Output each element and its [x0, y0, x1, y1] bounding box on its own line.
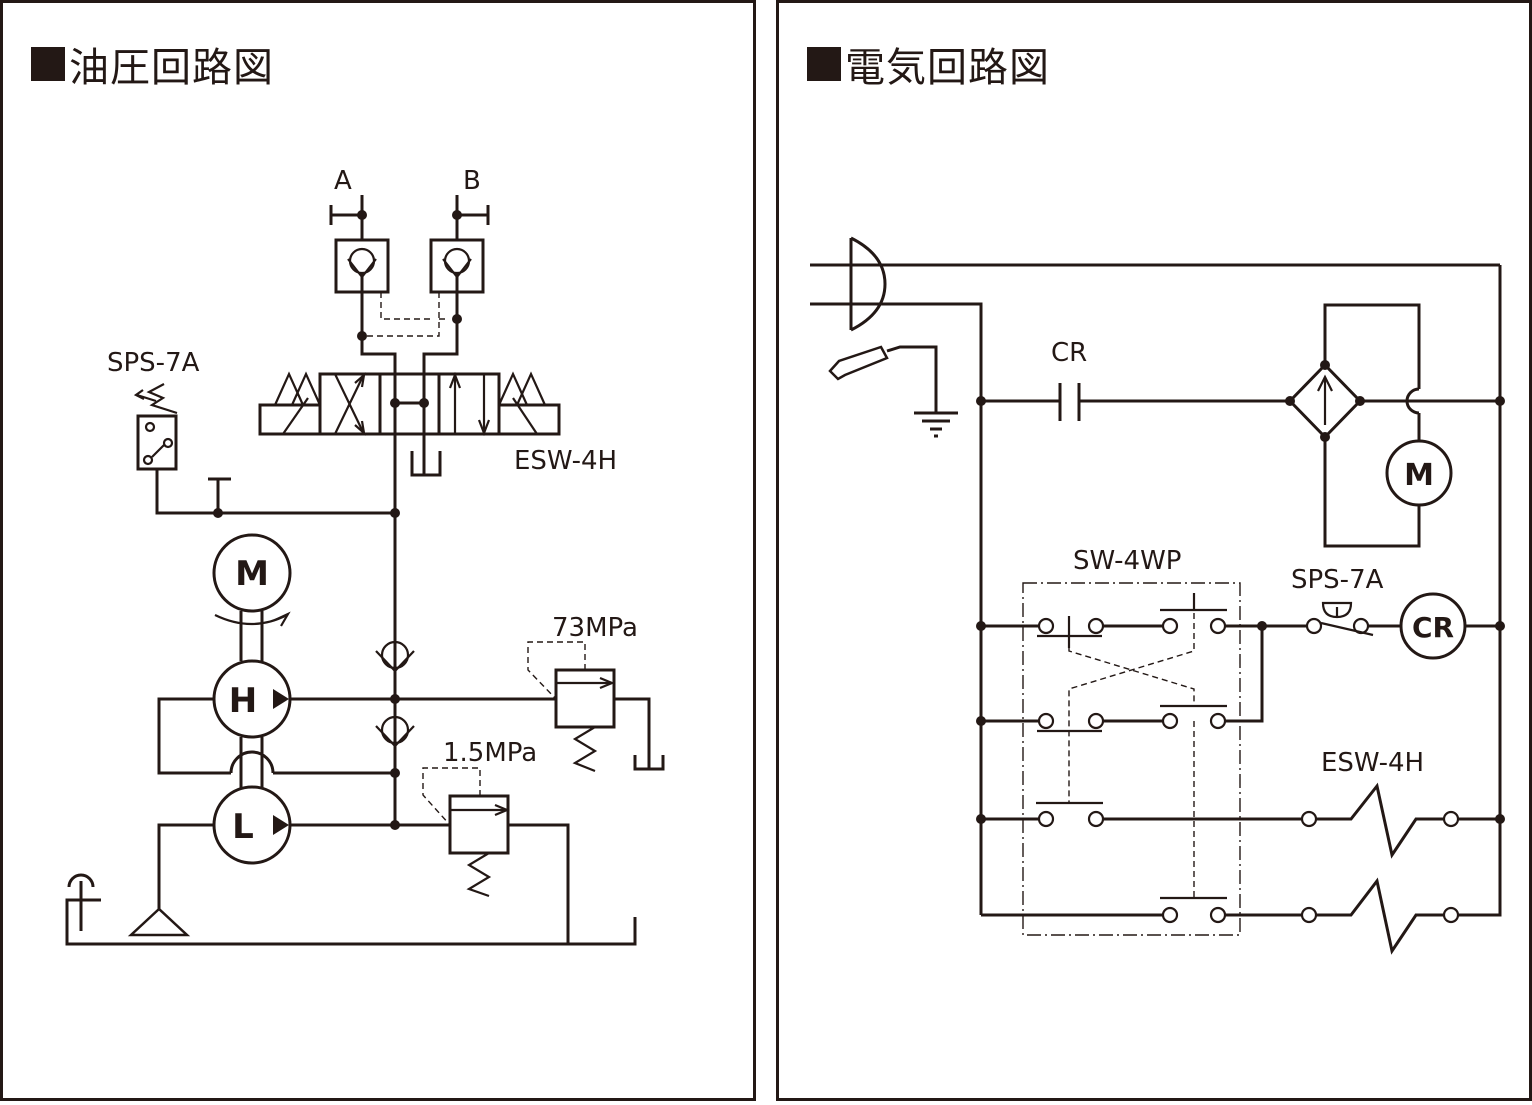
pilot-check-valve-a	[334, 238, 390, 294]
electric-circuit-title: 電気回路図	[807, 35, 1050, 93]
relief-valve-73mpa: 73MPa	[527, 613, 665, 773]
electric-circuit-panel: 電気回路図 CR	[776, 0, 1532, 1101]
port-b: B	[452, 166, 490, 240]
check-valve-lower	[375, 715, 415, 748]
dc-motor: M	[1385, 439, 1453, 507]
switch-sw-4wp: SW-4WP	[976, 546, 1301, 936]
solenoid-label: ESW-4H	[1321, 748, 1424, 778]
pilot-line-a	[380, 292, 449, 320]
dc-motor-letter: M	[1404, 458, 1434, 493]
port-a-label: A	[334, 166, 352, 196]
title-square-icon	[807, 47, 841, 81]
port-b-label: B	[463, 166, 481, 196]
title-square-icon	[31, 47, 65, 81]
ground-icon	[828, 345, 958, 438]
valve-label-esw-4h: ESW-4H	[514, 446, 617, 476]
pump-low-letter: L	[232, 807, 254, 847]
pilot-check-valve-b	[429, 238, 485, 294]
relief-high-label: 73MPa	[552, 613, 638, 643]
electric-pressure-switch-label: SPS-7A	[1291, 565, 1384, 595]
hydraulic-circuit-title: 油圧回路図	[31, 35, 274, 93]
bridge-rectifier	[1285, 303, 1505, 548]
power-plug-icon	[810, 236, 1500, 915]
motor-letter: M	[235, 554, 269, 594]
pilot-line-b	[362, 292, 440, 337]
relay-letters: CR	[1412, 611, 1454, 644]
pressure-switch-label: SPS-7A	[107, 348, 200, 378]
control-relay-cr: CR	[1399, 592, 1505, 660]
capacitor-cr: CR	[976, 338, 1290, 421]
electric-title-text: 電気回路図	[845, 45, 1050, 91]
switch-label: SW-4WP	[1073, 546, 1181, 576]
capacitor-label: CR	[1051, 338, 1087, 368]
reservoir	[65, 873, 637, 946]
directional-valve-esw-4h: ESW-4H	[258, 371, 617, 476]
solenoid-esw-4h-a: ESW-4H	[1300, 748, 1505, 859]
pump-high-letter: H	[229, 681, 257, 721]
tank-symbol-relief	[633, 755, 665, 771]
check-valve-upper	[375, 640, 415, 673]
electric-schematic: CR M	[810, 236, 1505, 955]
high-pressure-pump: H	[212, 659, 292, 739]
low-pressure-pump: L	[212, 785, 292, 865]
relief-valve-1.5mpa: 1.5MPa	[422, 738, 570, 944]
hydraulic-schematic: A B	[65, 166, 665, 946]
electric-motor: M	[212, 533, 292, 627]
solenoid-esw-4h-b	[1300, 819, 1502, 955]
hydraulic-title-text: 油圧回路図	[69, 45, 274, 91]
pressure-switch-sps-7a: SPS-7A	[107, 348, 400, 518]
tank-symbol	[410, 451, 442, 477]
relief-low-label: 1.5MPa	[443, 738, 537, 768]
hydraulic-circuit-panel: 油圧回路図 A B	[0, 0, 756, 1101]
pressure-switch-contact: SPS-7A	[1262, 565, 1401, 637]
port-a: A	[329, 166, 367, 240]
